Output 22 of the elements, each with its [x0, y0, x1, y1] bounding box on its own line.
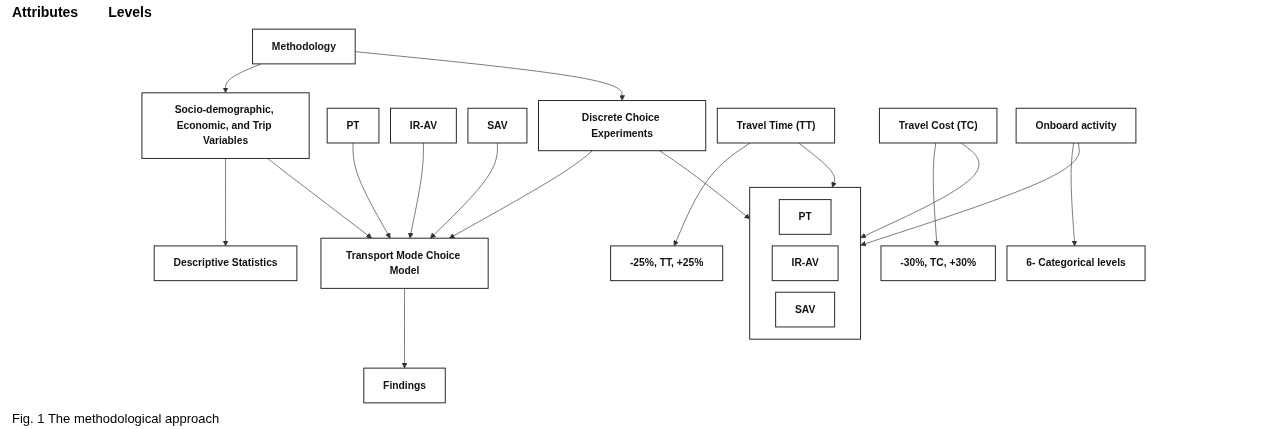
- cluster: [749, 186, 862, 340]
- node-box: Travel Time (TT): [716, 107, 836, 144]
- node-box: Onboard activity: [1015, 107, 1137, 144]
- column-heading: Levels: [108, 4, 152, 20]
- node-box: Discrete Choice Experiments: [538, 100, 707, 152]
- node-box: IR-AV: [390, 107, 457, 144]
- node-box: Transport Mode Choice Model: [320, 237, 489, 289]
- node-box: -25%, TT, +25%: [610, 245, 724, 282]
- column-heading: Attributes: [12, 4, 79, 20]
- node-box: Findings: [363, 367, 446, 404]
- node-box: 6- Categorical levels: [1006, 245, 1146, 282]
- figure-caption: Fig. 1 The methodological approach: [12, 411, 220, 426]
- node-box: Descriptive Statistics: [153, 245, 298, 282]
- node-box: SAV: [467, 107, 528, 144]
- node-box: Socio-demographic, Economic, and Trip Variables: [141, 92, 310, 159]
- node-box: Travel Cost (TC): [878, 107, 998, 144]
- node-box: PT: [326, 107, 380, 144]
- node-box: -30%, TC, +30%: [880, 245, 996, 282]
- node-box: IR-AV: [771, 245, 839, 282]
- node-box: Methodology: [252, 28, 356, 65]
- node-box: SAV: [775, 291, 836, 328]
- node-box: PT: [778, 199, 832, 235]
